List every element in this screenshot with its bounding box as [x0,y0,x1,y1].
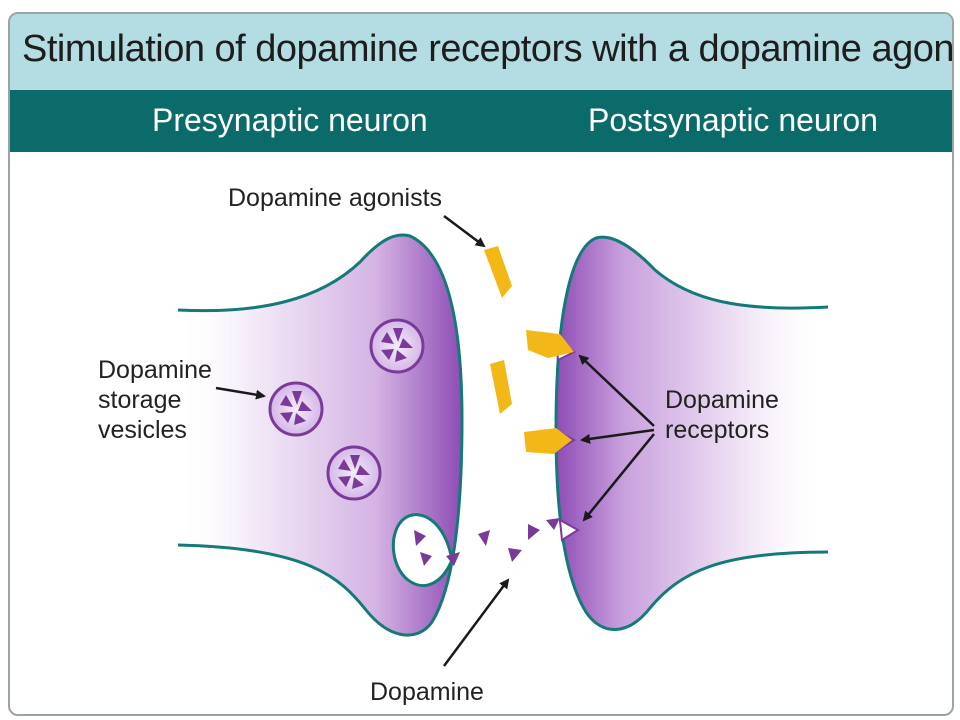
header-bar: Presynaptic neuron Postsynaptic neuron [10,90,952,152]
agonist-molecule [490,360,512,414]
dopamine-molecules [414,518,560,566]
dopamine-molecule [446,552,460,566]
storage-vesicles [268,318,425,501]
presynaptic-header: Presynaptic neuron [152,102,428,138]
dopamine-agonists [484,246,574,454]
dopamine-molecule [546,518,560,530]
dopamine-molecule [414,530,426,546]
postsynaptic-dendrite [556,237,828,630]
figure-title: Stimulation of dopamine receptors with a… [22,28,954,70]
vesicles-label: Dopamine storage vesicles [98,356,219,444]
receptors-label: Dopamine receptors [665,386,786,444]
receptor-arrow [582,433,655,522]
vesicle-arrow [215,386,266,400]
dopamine-molecule [508,548,522,562]
dopamine-molecule [528,524,540,540]
dopamine-molecule [478,530,490,546]
presynaptic-membrane [177,233,464,637]
postsynaptic-header: Postsynaptic neuron [588,102,878,138]
agonists-label: Dopamine agonists [228,184,442,212]
dopamine-label: Dopamine [370,678,484,706]
receptor-arrow [580,428,655,444]
storage-vesicle [369,318,425,374]
agonist-molecule [526,330,574,358]
storage-vesicle [268,381,324,437]
agonist-molecule [524,428,572,454]
annotation-arrows [215,215,655,667]
exocytosis-vesicle [391,513,454,587]
dopamine-arrow [442,578,510,667]
receptor-site [558,518,580,542]
dopamine-molecule [420,552,432,566]
storage-vesicle [326,445,382,501]
agonist-arrow [443,215,486,248]
receptor-arrow [578,354,655,427]
agonist-molecule [484,246,512,298]
title-bar: Stimulation of dopamine receptors with a… [10,14,952,90]
